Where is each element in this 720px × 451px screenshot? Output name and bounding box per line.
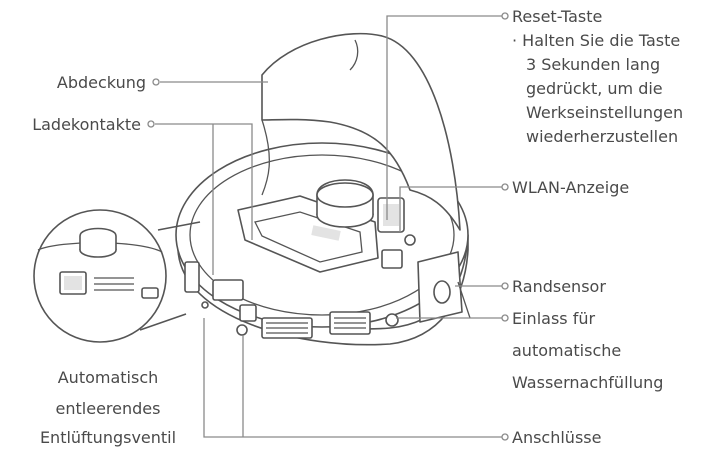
label-vent-line3: Entlüftungsventil [40, 428, 176, 447]
labels: Reset-Taste · Halten Sie die Taste 3 Sek… [32, 7, 683, 447]
label-inlet-line3: Wassernachfüllung [512, 373, 663, 392]
label-reset-line3: gedrückt, um die [526, 79, 663, 98]
label-reset-title: Reset-Taste [512, 7, 602, 26]
inset-circle [33, 209, 167, 343]
robot-lid [261, 32, 461, 231]
robot-vacuum-illustration [175, 32, 471, 346]
label-vent-line2: entleerendes [56, 399, 161, 418]
label-inlet-line2: automatische [512, 341, 621, 360]
label-ports: Anschlüsse [512, 428, 601, 447]
label-reset-line5: wiederherzustellen [526, 127, 678, 146]
label-reset-line2: 3 Sekunden lang [526, 55, 660, 74]
label-reset-line4: Werkseinstellungen [526, 103, 683, 122]
label-edge-sensor: Randsensor [512, 277, 606, 296]
side-vents [261, 311, 371, 339]
label-wlan-indicator: WLAN-Anzeige [512, 178, 629, 197]
label-vent-line1: Automatisch [58, 368, 159, 387]
zoom-inset [33, 209, 201, 343]
label-inlet-line1: Einlass für [512, 309, 595, 328]
leader-lines [147, 12, 509, 441]
label-charging-contacts: Ladekontakte [32, 115, 141, 134]
label-cover: Abdeckung [57, 73, 146, 92]
label-reset-line1: · Halten Sie die Taste [512, 31, 680, 50]
